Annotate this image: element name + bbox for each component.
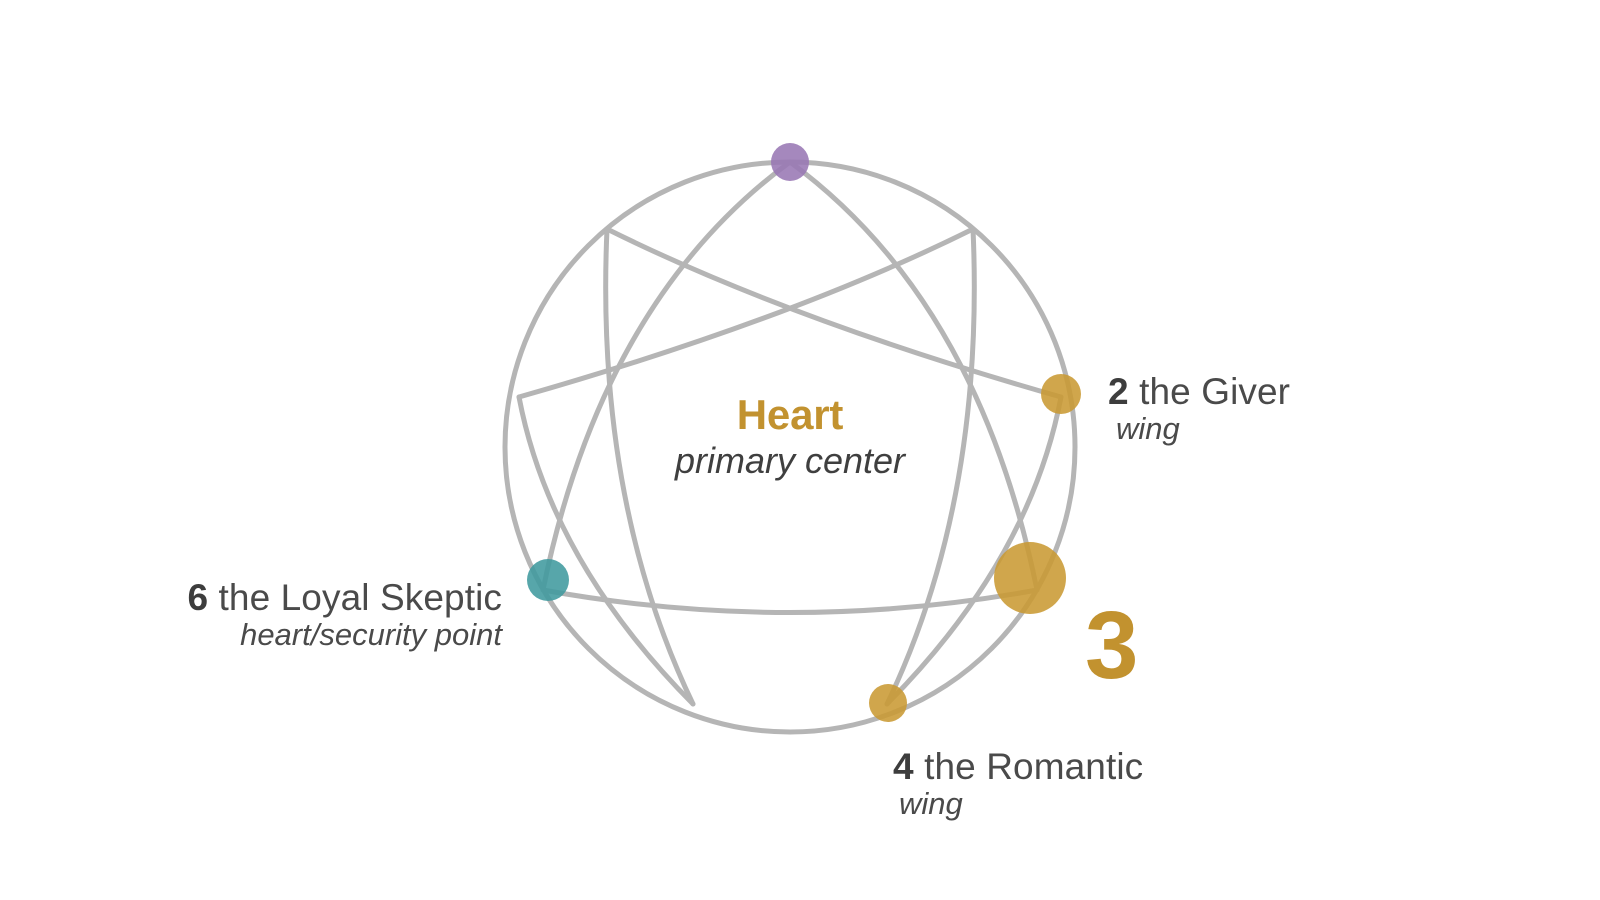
hexad-arc-8-5 [603,226,696,707]
hexad-arc-4-2 [884,394,1064,707]
node-point-2[interactable] [1041,374,1081,414]
center-label-block: Heart primary center [590,391,990,482]
label-point-4-relation: wing [899,786,963,822]
triangle-arc-3-6 [540,587,1040,615]
label-point-2: 2 the Giver wing [1108,371,1290,447]
hexad-arc-5-7 [516,394,696,707]
node-point-9[interactable] [771,143,809,181]
label-point-2-name: the Giver [1139,371,1291,412]
label-point-2-relation: wing [1116,411,1180,447]
enneagram-lines [502,159,1078,735]
label-point-4-name: the Romantic [924,746,1144,787]
label-point-6-number: 6 [187,577,209,618]
label-point-6-name: the Loyal Skeptic [218,577,502,618]
primary-type-numeral: 3 [1085,592,1139,699]
hexad-arc-7-1 [516,226,976,400]
center-title: Heart [736,391,844,438]
center-subtitle: primary center [674,440,906,482]
label-point-6: 6 the Loyal Skeptic heart/security point [187,577,502,653]
label-point-4-number: 4 [893,746,914,787]
triangle-arc-9-3 [787,159,1040,593]
node-point-3[interactable] [994,542,1066,614]
label-point-6-relation: heart/security point [240,617,502,653]
triangle-arc-6-9 [540,159,793,593]
hexad-arc-2-8 [604,226,1064,400]
enneagram-nodes [527,143,1081,722]
label-point-2-title: 2 the Giver [1108,371,1290,412]
hexad-arc-1-4 [884,226,977,707]
label-point-6-title: 6 the Loyal Skeptic [187,577,502,618]
label-point-4: 4 the Romantic wing [893,746,1143,822]
node-point-4[interactable] [869,684,907,722]
node-point-6[interactable] [527,559,569,601]
label-point-2-number: 2 [1108,371,1129,412]
label-point-4-title: 4 the Romantic [893,746,1143,787]
